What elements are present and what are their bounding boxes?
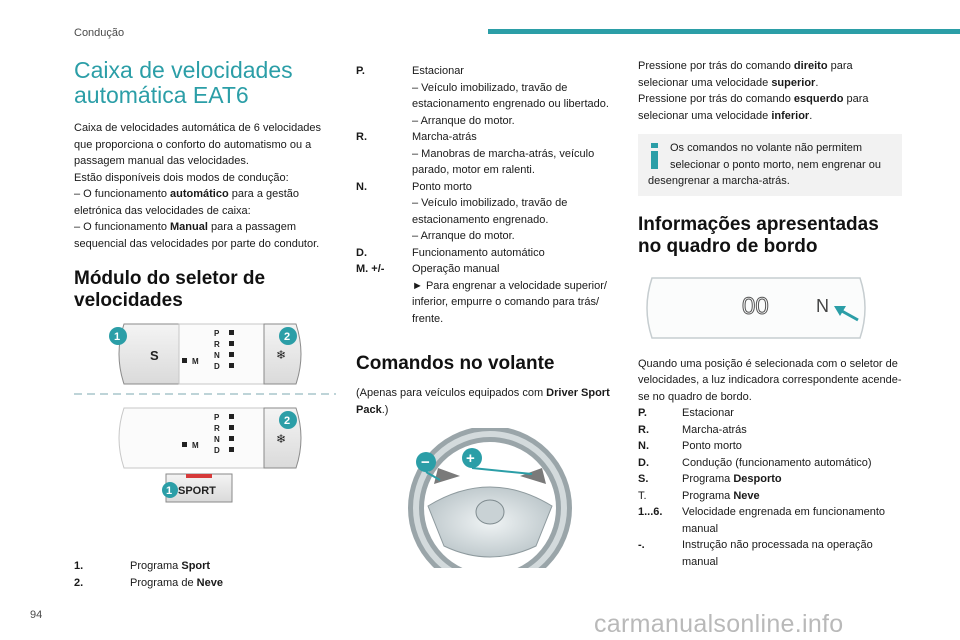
gear-selector-illustration: S ❄ P R N D M 1 2 ❄ P R N <box>74 322 336 510</box>
position-item-r: R. Marcha-atrás– Manobras de marcha-atrá… <box>356 131 595 176</box>
svg-text:N: N <box>214 435 220 444</box>
info-icon <box>648 143 660 169</box>
paddle-plus-icon <box>462 448 482 468</box>
right-paddle-text: Pressione por trás do comando direito pa… <box>638 60 853 89</box>
brand-logo-icon <box>475 499 505 525</box>
svg-text:P: P <box>214 413 220 422</box>
gear-indicator-top: P R N D M <box>182 329 234 371</box>
left-paddle-shape <box>434 468 460 484</box>
gear-selector-drawing: S ❄ P R N D M 1 2 ❄ P R N <box>74 323 336 503</box>
page-title: Caixa de velocidades automática EAT6 <box>74 57 293 108</box>
svg-text:❄: ❄ <box>276 432 286 446</box>
left-paddle-text: Pressione por trás do comando esquerdo p… <box>638 93 869 122</box>
wheel-note: (Apenas para veículos equipados com Driv… <box>356 387 610 416</box>
display-section-title: Informações apresentadas no quadro de bo… <box>638 213 879 257</box>
intro-paragraph-1: Caixa de velocidades automática de 6 vel… <box>74 122 322 167</box>
display-item: R.Marcha-atrás <box>638 423 747 436</box>
instrument-panel-illustration: 00 N <box>640 276 902 340</box>
wheel-section-title: Comandos no volante <box>356 353 555 374</box>
display-item: S.Programa Desporto <box>638 473 782 485</box>
svg-text:1: 1 <box>166 485 172 497</box>
position-item-n: N. Ponto morto– Veículo imobilizado, tra… <box>356 180 568 243</box>
svg-text:2: 2 <box>284 331 290 343</box>
display-item: -.Instrução não processada na operação m… <box>638 539 873 568</box>
svg-text:M: M <box>192 357 199 366</box>
gear-indicator-bottom: P R N D M <box>182 413 234 455</box>
column-1: Caixa de velocidades automática EAT6 Cai… <box>74 58 336 591</box>
display-item: 1...6.Velocidade engrenada em funcioname… <box>638 506 886 535</box>
legend-item: 2. Programa de Neve <box>74 576 223 589</box>
svg-text:D: D <box>214 362 220 371</box>
selector-section-title: Módulo do seletor de velocidades <box>74 268 266 311</box>
steering-wheel-drawing: − + <box>408 426 572 590</box>
right-paddle-shape <box>520 468 546 484</box>
display-item: T.Programa Neve <box>638 489 760 502</box>
instrument-panel-drawing: 00 N <box>646 276 866 339</box>
display-item: P.Estacionar <box>638 407 734 419</box>
display-item: D.Condução (funcionamento automático) <box>638 456 872 469</box>
watermark: carmanualsonline.info <box>594 610 844 638</box>
mode-manual: – O funcionamento Manual para a passagem… <box>74 221 320 250</box>
paddle-minus-icon <box>416 452 436 472</box>
info-text: Os comandos no volante não permitem sele… <box>648 142 881 187</box>
svg-text:−: − <box>421 454 430 471</box>
column-3: Pressione por trás do comando direito pa… <box>638 58 902 570</box>
snow-icon: ❄ <box>276 348 286 362</box>
svg-text:D: D <box>214 446 220 455</box>
sport-button-label: SPORT <box>178 485 216 497</box>
position-item-d: D. Funcionamento automático <box>356 246 545 259</box>
button-sport-shape <box>118 323 180 385</box>
running-header: Condução <box>74 27 125 39</box>
page-number: 94 <box>30 609 43 621</box>
svg-text:R: R <box>214 424 220 433</box>
button-s-label: S <box>150 348 159 363</box>
column-2: P. Estacionar– Veículo imobilizado, trav… <box>356 63 624 590</box>
gear-digits: 00 <box>742 293 769 320</box>
svg-text:P: P <box>214 329 220 338</box>
display-legend: P.Estacionar R.Marcha-atrás N.Ponto mort… <box>638 405 902 570</box>
svg-text:1: 1 <box>114 331 120 343</box>
svg-text:+: + <box>466 450 475 467</box>
callout-2-top <box>279 327 297 345</box>
gear-letter: N <box>816 296 829 316</box>
mode-automatic: – O funcionamento automático para a gest… <box>74 188 300 217</box>
intro-paragraph-2: Estão disponíveis dois modos de condução… <box>74 171 289 184</box>
steering-wheel-illustration: − + <box>356 426 624 590</box>
svg-text:N: N <box>214 351 220 360</box>
display-item: N.Ponto morto <box>638 440 742 452</box>
svg-text:R: R <box>214 340 220 349</box>
position-list: P. Estacionar– Veículo imobilizado, trav… <box>356 63 624 327</box>
header-accent-bar <box>488 29 960 34</box>
position-item-p: P. Estacionar– Veículo imobilizado, trav… <box>356 65 609 127</box>
svg-text:M: M <box>192 441 199 450</box>
callout-legend: 1. Programa Sport 2. Programa de Neve <box>74 558 336 591</box>
legend-item: 1. Programa Sport <box>74 560 211 572</box>
callout-1-top <box>109 327 127 345</box>
pointer-arrow-icon <box>839 308 859 321</box>
display-description: Quando uma posição é selecionada com o s… <box>638 357 902 403</box>
info-box: Os comandos no volante não permitem sele… <box>638 134 902 196</box>
position-item-m: M. +/- Operação manual► Para engrenar a … <box>356 263 607 325</box>
svg-text:2: 2 <box>284 415 290 427</box>
